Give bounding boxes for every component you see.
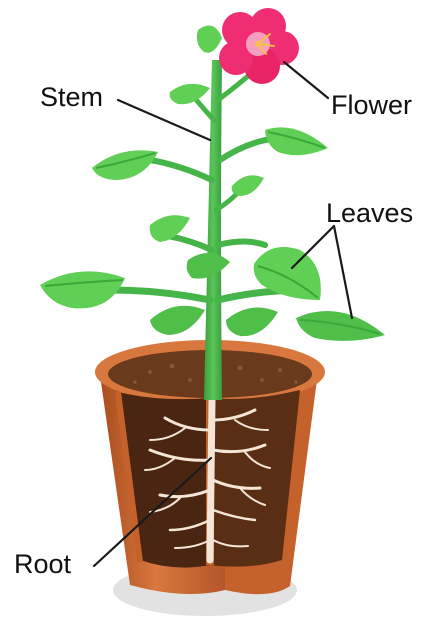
leaf [296, 311, 385, 341]
leaves-leader-line-2 [334, 226, 352, 318]
leaf [226, 308, 278, 337]
leaves-leader-line-1 [292, 226, 334, 268]
leaf [40, 271, 125, 308]
flower-label: Flower [331, 92, 412, 119]
flower-leader-line [284, 62, 328, 98]
stem-leader-line [118, 100, 210, 140]
root-label: Root [14, 551, 71, 578]
stem-label: Stem [40, 84, 103, 111]
leaf [150, 306, 205, 335]
leaves-label: Leaves [326, 200, 413, 227]
leaf [170, 84, 210, 104]
leaf [187, 253, 230, 279]
leaf [265, 127, 328, 155]
flower-blossom [219, 8, 299, 84]
leaf [197, 26, 222, 53]
leaf [232, 175, 264, 196]
